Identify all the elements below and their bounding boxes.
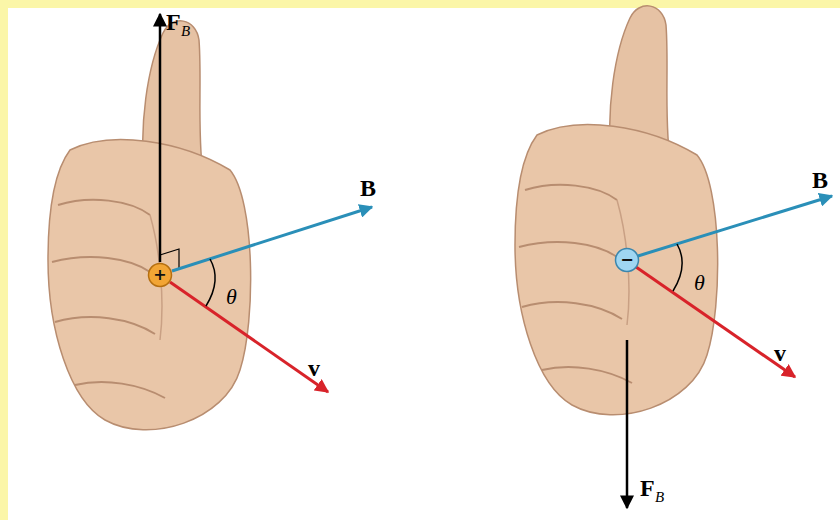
charge-sign: − [614,247,640,273]
angle-label: θ [226,286,237,308]
finger-crease [519,242,617,257]
force-subscript: B [655,490,664,505]
force-label: F [640,476,655,500]
right-hand [48,21,251,430]
field-vector [638,196,832,256]
finger-crease [75,382,165,398]
finger-crease [522,302,622,319]
finger-crease [525,185,617,200]
angle-arc [206,259,215,306]
force-label: F [166,10,181,34]
field-label: B [812,168,828,192]
angle-arc [673,244,682,291]
velocity-label: v [308,356,320,380]
finger-crease [58,200,150,215]
field-label: B [360,176,376,200]
finger-crease [542,367,632,383]
angle-label: θ [694,272,705,294]
white-ground [8,8,840,520]
force-vector [159,14,162,262]
finger-crease [52,257,150,272]
velocity-vector [170,282,328,392]
fist [48,140,251,430]
force-vector [626,340,629,508]
positive-charge: + [147,262,173,288]
force-subscript: B [181,24,190,39]
charge-sign: + [147,262,173,288]
field-vector [172,207,372,271]
velocity-label: v [774,341,786,365]
fist [515,125,718,415]
negative-charge: − [614,247,640,273]
velocity-vector [636,267,795,377]
right-hand [515,6,718,415]
finger-crease [55,317,155,334]
